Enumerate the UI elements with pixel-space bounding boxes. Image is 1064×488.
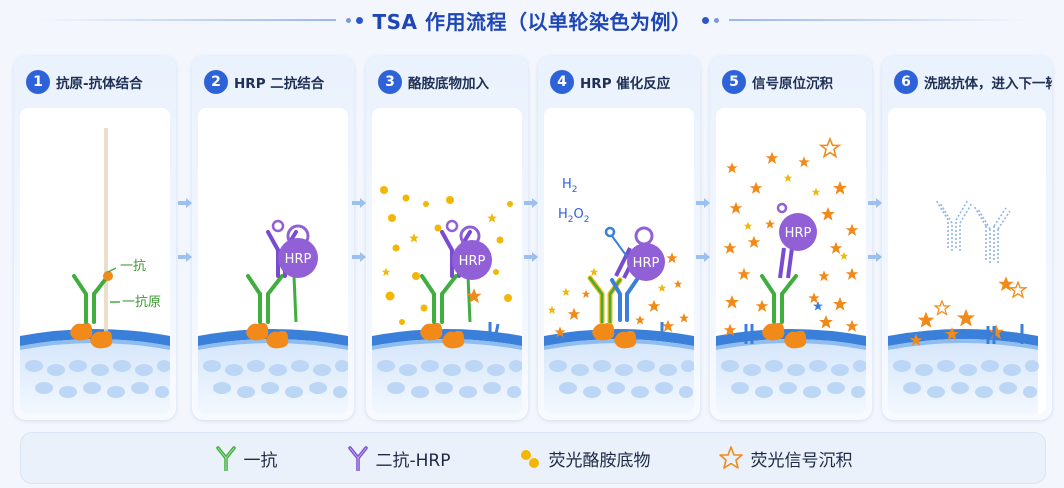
step-header-3: 3 酪胺底物加入 xyxy=(366,56,528,108)
step-label-3: 酪胺底物加入 xyxy=(408,76,489,92)
step-panel-2: 2 HRP 二抗结合 HRP xyxy=(192,56,354,420)
step-number-4: 4 xyxy=(550,70,574,94)
title-decoration-line-right xyxy=(728,19,1029,21)
step-illustration-4: H2 H2O2 HRP xyxy=(544,108,694,414)
step-number-3: 3 xyxy=(378,70,402,94)
h2o2-label: H2O2 xyxy=(558,207,589,225)
secondary-antibody-hrp-icon xyxy=(347,446,368,471)
flow-arrow-icon xyxy=(352,198,366,208)
hrp-label: HRP xyxy=(459,254,486,269)
flow-arrow-icon xyxy=(524,252,538,262)
legend-item-secondary-antibody-hrp: 二抗-HRP xyxy=(346,445,451,471)
annotation-antigen: 一抗原 xyxy=(122,295,161,310)
tyramide-substrate-icon xyxy=(521,450,540,468)
legend-item-tyramide-substrate: 荧光酪胺底物 xyxy=(518,446,650,471)
step-header-4: 4 HRP 催化反应 xyxy=(538,56,700,108)
step-label-2: HRP 二抗结合 xyxy=(234,76,325,92)
step-header-1: 1 抗原-抗体结合 xyxy=(14,56,176,108)
title-dots-right xyxy=(701,16,719,24)
flow-arrow-icon xyxy=(524,198,538,208)
legend-item-primary-antibody: 一抗 xyxy=(214,445,278,471)
legend-item-fluorescent-deposit: 荧光信号沉积 xyxy=(718,445,852,471)
flow-arrow-icon xyxy=(352,252,366,262)
flow-arrow-icon xyxy=(696,198,710,208)
step-number-2: 2 xyxy=(204,70,228,94)
flow-arrow-icon xyxy=(178,198,192,208)
step-header-2: 2 HRP 二抗结合 xyxy=(192,56,354,108)
hrp-label: HRP xyxy=(285,252,312,267)
step-label-5: 信号原位沉积 xyxy=(752,76,833,92)
step-number-5: 5 xyxy=(722,70,746,94)
title-decoration-line-left xyxy=(35,19,336,21)
hrp-label: HRP xyxy=(785,226,812,241)
step-label-6: 洗脱抗体，进入下一轮 xyxy=(924,76,1052,92)
washed-antibody-outline xyxy=(935,199,1011,263)
step-illustration-2: HRP xyxy=(198,108,348,414)
step-illustration-1: 一抗 一抗原 xyxy=(20,108,170,414)
legend-bar: 一抗 二抗-HRP 荧光酪胺底物 荧光信号沉积 xyxy=(20,432,1046,484)
flow-arrow-icon xyxy=(696,252,710,262)
step-panel-4: 4 HRP 催化反应 H2 H2O2 HRP xyxy=(538,56,700,420)
title-dots-left xyxy=(345,16,363,24)
primary-antibody-icon xyxy=(215,446,236,471)
step-label-4: HRP 催化反应 xyxy=(580,76,671,92)
step-panel-1: 1 抗原-抗体结合 一抗 一抗原 xyxy=(14,56,176,420)
annotation-primary-antibody: 一抗 xyxy=(120,259,146,274)
step-illustration-3: HRP xyxy=(372,108,522,414)
legend-label: 二抗-HRP xyxy=(375,450,451,471)
legend-label: 一抗 xyxy=(243,450,278,471)
primary-antibody-shape xyxy=(72,274,110,324)
hrp-label: HRP xyxy=(633,256,660,271)
antigen-shape xyxy=(70,322,93,341)
step-illustration-6 xyxy=(888,108,1046,414)
step-panel-3: 3 酪胺底物加入 HRP xyxy=(366,56,528,420)
step-panel-6: 6 洗脱抗体，进入下一轮 xyxy=(882,56,1052,420)
page-title-bar: TSA 作用流程（以单轮染色为例） xyxy=(0,6,1064,34)
flow-arrow-icon xyxy=(868,252,882,262)
flow-arrow-icon xyxy=(178,252,192,262)
legend-label: 荧光信号沉积 xyxy=(750,450,853,471)
step-number-6: 6 xyxy=(894,70,918,94)
legend-label: 荧光酪胺底物 xyxy=(548,450,651,471)
step-panel-5: 5 信号原位沉积 HRP xyxy=(710,56,872,420)
step-header-6: 6 洗脱抗体，进入下一轮 xyxy=(882,56,1052,108)
flow-arrow-icon xyxy=(868,198,882,208)
step-header-5: 5 信号原位沉积 xyxy=(710,56,872,108)
page-title: TSA 作用流程（以单轮染色为例） xyxy=(372,9,692,34)
fluorescent-deposit-icon xyxy=(719,446,744,469)
h2-label: H2 xyxy=(562,177,578,195)
step-illustration-5: HRP xyxy=(716,108,866,414)
tyramide-substrate-dots xyxy=(380,186,513,325)
hrp-enzyme-shape xyxy=(278,238,318,278)
step-label-1: 抗原-抗体结合 xyxy=(56,76,143,92)
step-number-1: 1 xyxy=(26,70,50,94)
